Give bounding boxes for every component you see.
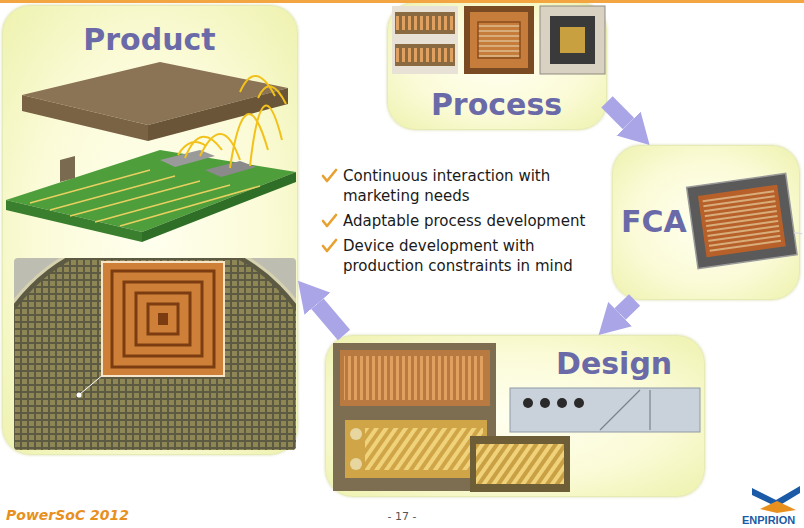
spiral-turn <box>112 271 214 367</box>
stage-title: Product <box>83 22 215 58</box>
via <box>557 398 567 408</box>
check-mark <box>323 215 336 226</box>
gold-coil <box>476 444 564 484</box>
flow-arrow <box>317 304 344 335</box>
logo-text: ENPIRION <box>742 514 795 526</box>
coil-turns <box>702 189 781 252</box>
spiral-turn <box>124 282 202 356</box>
connector-pins <box>395 16 455 30</box>
wafer <box>14 258 296 450</box>
stage-title: FCA <box>621 204 687 240</box>
connector-pins <box>395 48 455 62</box>
via <box>523 398 533 408</box>
wafer-dies <box>14 258 296 450</box>
lead <box>794 232 802 235</box>
module-render <box>6 62 296 242</box>
via <box>540 398 550 408</box>
label-slot: ENPIRION <box>742 514 795 526</box>
wafer-rim <box>14 258 296 450</box>
stage-title: Design <box>556 346 672 382</box>
pad <box>350 428 362 440</box>
pad <box>350 458 362 470</box>
package <box>540 6 605 74</box>
copper-chip <box>470 12 528 68</box>
via <box>574 398 584 408</box>
bullet-text: Adaptable process development <box>343 211 605 231</box>
bullet-list: Continuous interaction with marketing ne… <box>343 166 605 281</box>
edge-line <box>600 390 640 430</box>
spiral-core <box>158 313 168 325</box>
bond-wire <box>178 76 286 168</box>
plate-side <box>148 88 288 141</box>
photo-ground <box>392 6 458 74</box>
coil-turns <box>344 356 486 400</box>
flow-arrow <box>607 102 629 124</box>
pointer-line <box>80 374 104 394</box>
process-photos <box>392 6 605 74</box>
copper-coil <box>340 350 490 406</box>
package-cavity <box>550 16 595 64</box>
coil-pattern <box>478 22 520 58</box>
substrate <box>687 173 797 268</box>
pcb-side <box>6 200 142 242</box>
check-mark <box>323 240 336 251</box>
fca-photo <box>687 172 804 268</box>
connector-strip <box>395 44 455 66</box>
bullet-text: Device development with production const… <box>343 236 605 276</box>
check-mark <box>323 170 336 181</box>
label-slot: - 17 - <box>372 510 432 523</box>
design-photos <box>333 343 700 492</box>
top-rule <box>0 0 804 3</box>
footer-text: PowerSoC 2012 <box>6 507 129 523</box>
plate-side <box>22 95 148 141</box>
logo-mark <box>752 486 800 513</box>
bullet-text: Continuous interaction with marketing ne… <box>343 166 605 206</box>
stage-title: Process <box>431 87 562 123</box>
wafer-photo <box>14 258 296 450</box>
gold-coil <box>345 420 487 478</box>
coil-area <box>698 185 786 258</box>
pointer-dot <box>77 393 82 398</box>
die <box>560 27 585 53</box>
flow-arrow <box>620 300 634 314</box>
label-slot: PowerSoC 2012 <box>6 507 129 523</box>
spiral-inset <box>102 262 224 376</box>
pcb-side <box>142 172 296 242</box>
spiral-turn <box>148 304 178 334</box>
post <box>60 156 75 182</box>
photo-ground <box>464 6 534 74</box>
connector-strip <box>395 12 455 34</box>
strip-photo <box>510 388 700 432</box>
photo-ground <box>470 436 570 492</box>
page-number: - 17 - <box>372 510 432 523</box>
coil-turns <box>476 444 564 484</box>
edge-line <box>649 390 650 430</box>
coil-turns <box>365 428 483 470</box>
logo-wing <box>760 501 796 513</box>
spiral-turn <box>136 293 190 345</box>
